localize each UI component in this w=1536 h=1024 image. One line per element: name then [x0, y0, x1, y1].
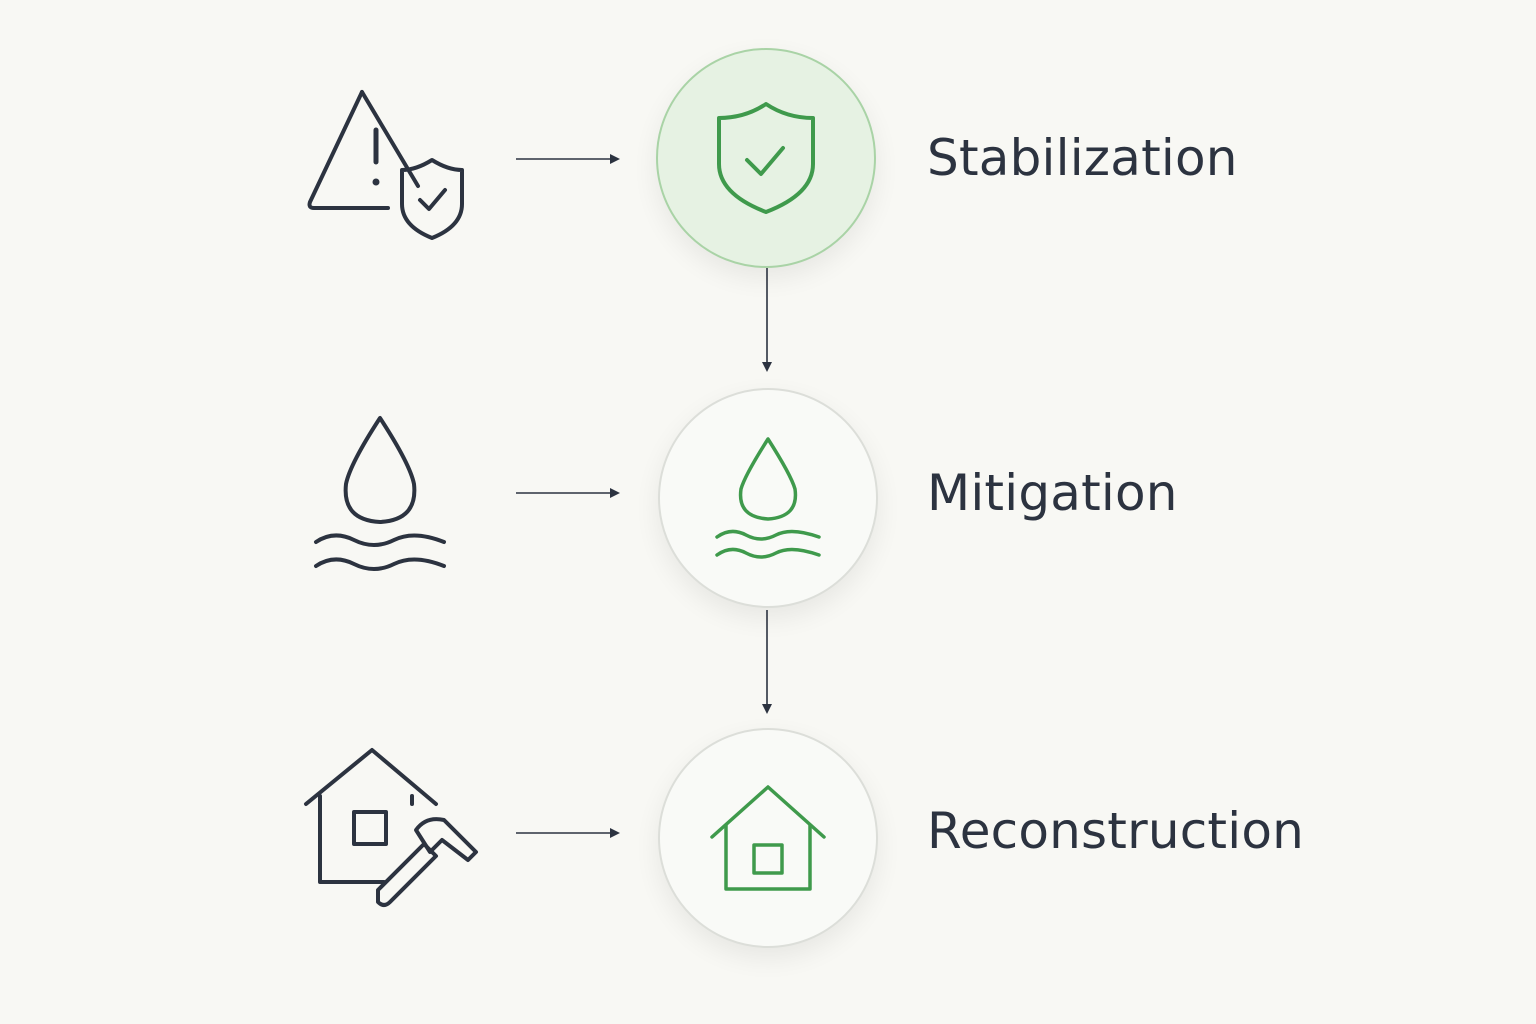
- step-label-mitigation: Mitigation: [927, 464, 1178, 522]
- water-drop-waves-icon: [713, 433, 823, 563]
- step-label-stabilization: Stabilization: [927, 129, 1238, 187]
- warning-shield-icon: [300, 86, 480, 246]
- step-circle-mitigation[interactable]: [658, 388, 878, 608]
- step-circle-stabilization[interactable]: [656, 48, 876, 268]
- step-circle-reconstruction[interactable]: [658, 728, 878, 948]
- house-hammer-icon: [300, 744, 490, 914]
- arrow-down-2: [759, 610, 775, 720]
- arrow-down-1: [759, 268, 775, 378]
- house-icon: [708, 783, 828, 893]
- arrow-right-1: [516, 151, 626, 167]
- arrow-right-3: [516, 825, 626, 841]
- arrow-right-2: [516, 485, 626, 501]
- water-drop-waves-icon: [310, 412, 450, 582]
- shield-check-icon: [711, 98, 821, 218]
- step-label-reconstruction: Reconstruction: [927, 802, 1304, 860]
